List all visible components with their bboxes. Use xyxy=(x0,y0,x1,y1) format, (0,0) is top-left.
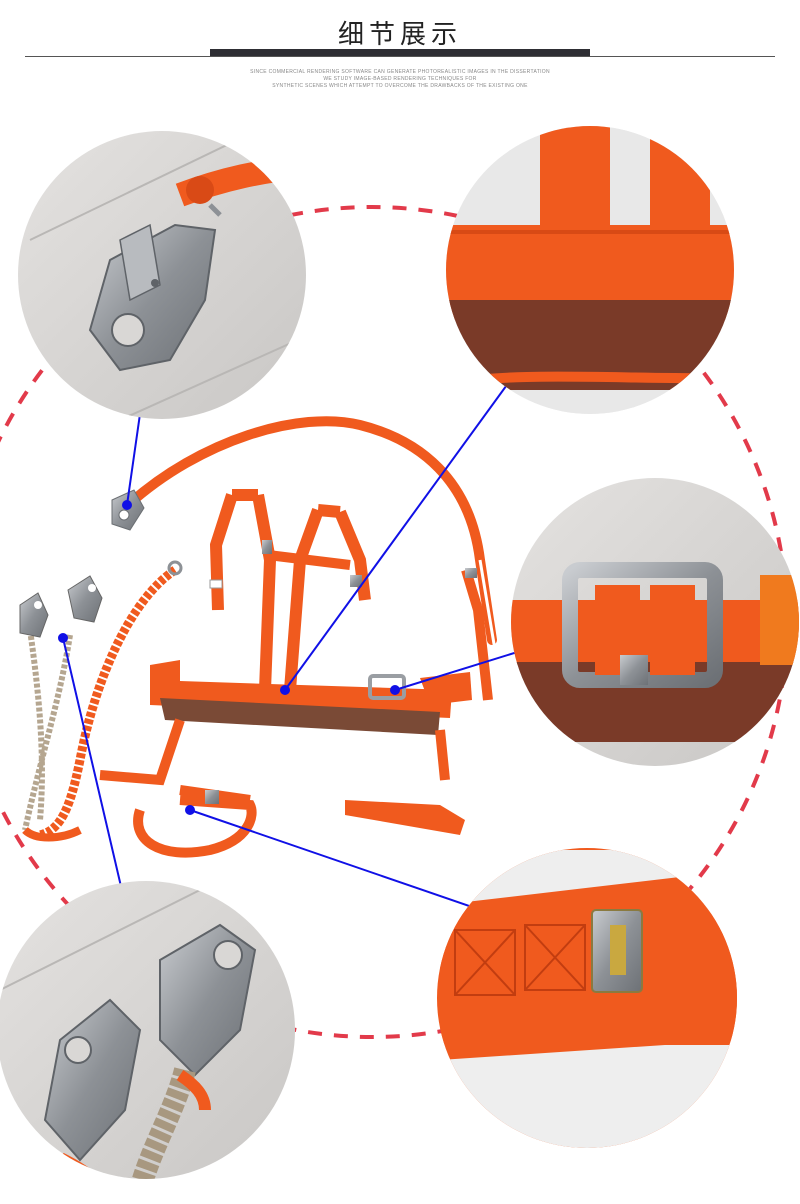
detail-circle-buckle xyxy=(511,478,799,766)
subtitle-line-3: SYNTHETIC SCENES WHICH ATTEMPT TO OVERCO… xyxy=(272,83,528,89)
safety-harness-product xyxy=(19,416,497,858)
pointer-dots xyxy=(58,500,400,815)
detail-circle-snap-hook xyxy=(18,131,306,419)
detail-circle-leg-buckle xyxy=(437,848,737,1148)
header: 细节展示 SINCE COMMERCIAL RENDERING SOFTWARE… xyxy=(0,0,800,100)
pointer-lines xyxy=(62,359,541,926)
title-underline-accent xyxy=(210,49,590,56)
detail-circle-double-hooks xyxy=(0,881,295,1179)
page-title: 细节展示 xyxy=(337,20,462,50)
title-underline xyxy=(25,56,775,57)
subtitle-line-1: SINCE COMMERCIAL RENDERING SOFTWARE CAN … xyxy=(250,69,550,75)
subtitle-line-2: WE STUDY IMAGE-BASED RENDERING TECHNIQUE… xyxy=(323,76,477,82)
detail-circle-webbing xyxy=(446,126,734,414)
